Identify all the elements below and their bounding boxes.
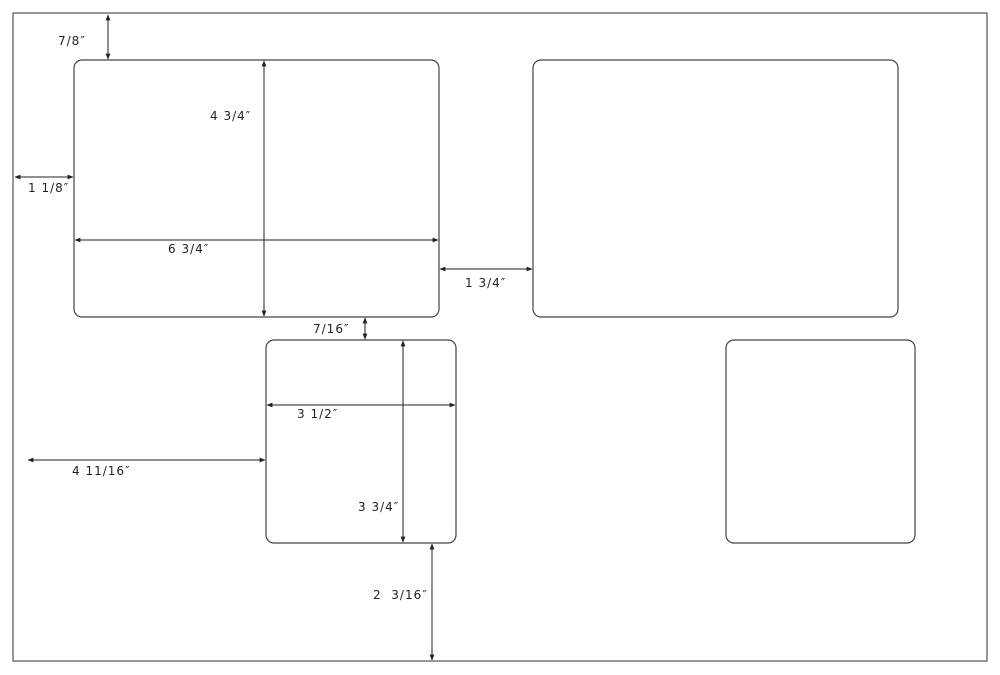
horizontal-gap-label: 1 3/4″	[465, 276, 506, 290]
large-height-label: 4 3/4″	[210, 109, 251, 123]
bottom-margin-label: 2 3/16″	[373, 588, 428, 602]
vertical-gap-label: 7/16″	[313, 322, 349, 336]
small-height-label: 3 3/4″	[358, 500, 399, 514]
large-width-label: 6 3/4″	[168, 242, 209, 256]
label-small-2	[725, 339, 916, 544]
label-large-1	[73, 59, 440, 318]
top-margin-label: 7/8″	[58, 34, 86, 48]
label-small-1	[265, 339, 457, 544]
small-left-offset-label: 4 11/16″	[72, 464, 131, 478]
label-large-2	[532, 59, 899, 318]
small-width-label: 3 1/2″	[297, 407, 338, 421]
left-margin-label: 1 1/8″	[28, 181, 69, 195]
